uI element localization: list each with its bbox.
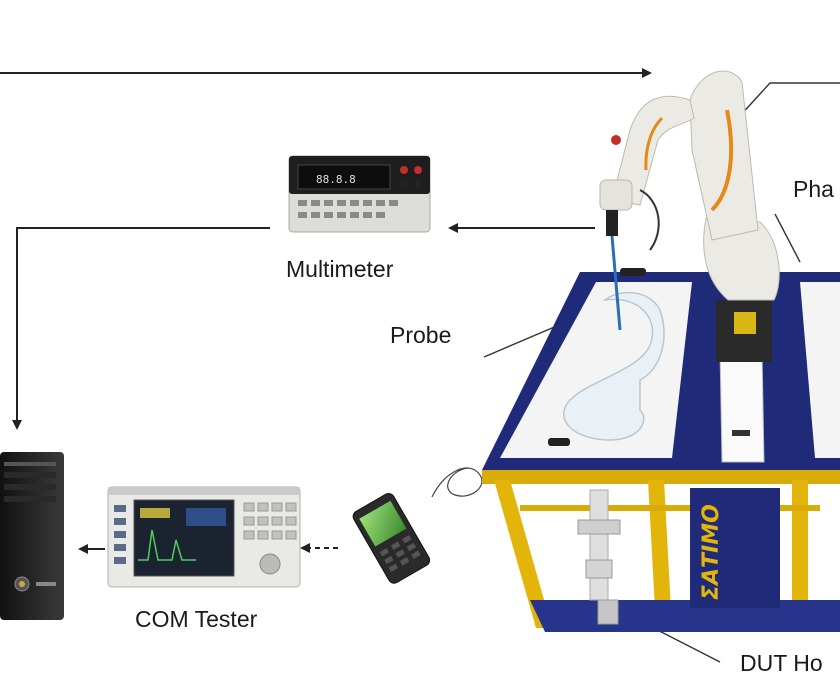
test-bench-table: [482, 268, 840, 470]
arrow-multimeter-to-pc: [12, 227, 270, 430]
phantom-label: Pha: [793, 176, 834, 202]
com-tester-label: COM Tester: [135, 606, 258, 632]
robot-arm: [599, 70, 780, 362]
multimeter-label: Multimeter: [286, 256, 394, 282]
mobile-phone: [352, 493, 431, 584]
phone-cable: [431, 467, 483, 498]
svg-text:ΣΑΤΙΜΟ: ΣΑΤΙΜΟ: [699, 504, 724, 600]
test-bench-frame: ΣΑΤΙΜΟ: [482, 470, 840, 632]
connection-arrows: [0, 68, 652, 554]
probe-label: Probe: [390, 322, 452, 348]
pc-tower: [0, 452, 64, 620]
dut-holder-label: DUT Ho: [740, 650, 823, 676]
com-tester-device: [107, 486, 301, 588]
svg-text:88.8.8: 88.8.8: [316, 173, 356, 186]
multimeter-device: 88.8.8: [288, 155, 431, 233]
probe-rod: [610, 235, 622, 331]
